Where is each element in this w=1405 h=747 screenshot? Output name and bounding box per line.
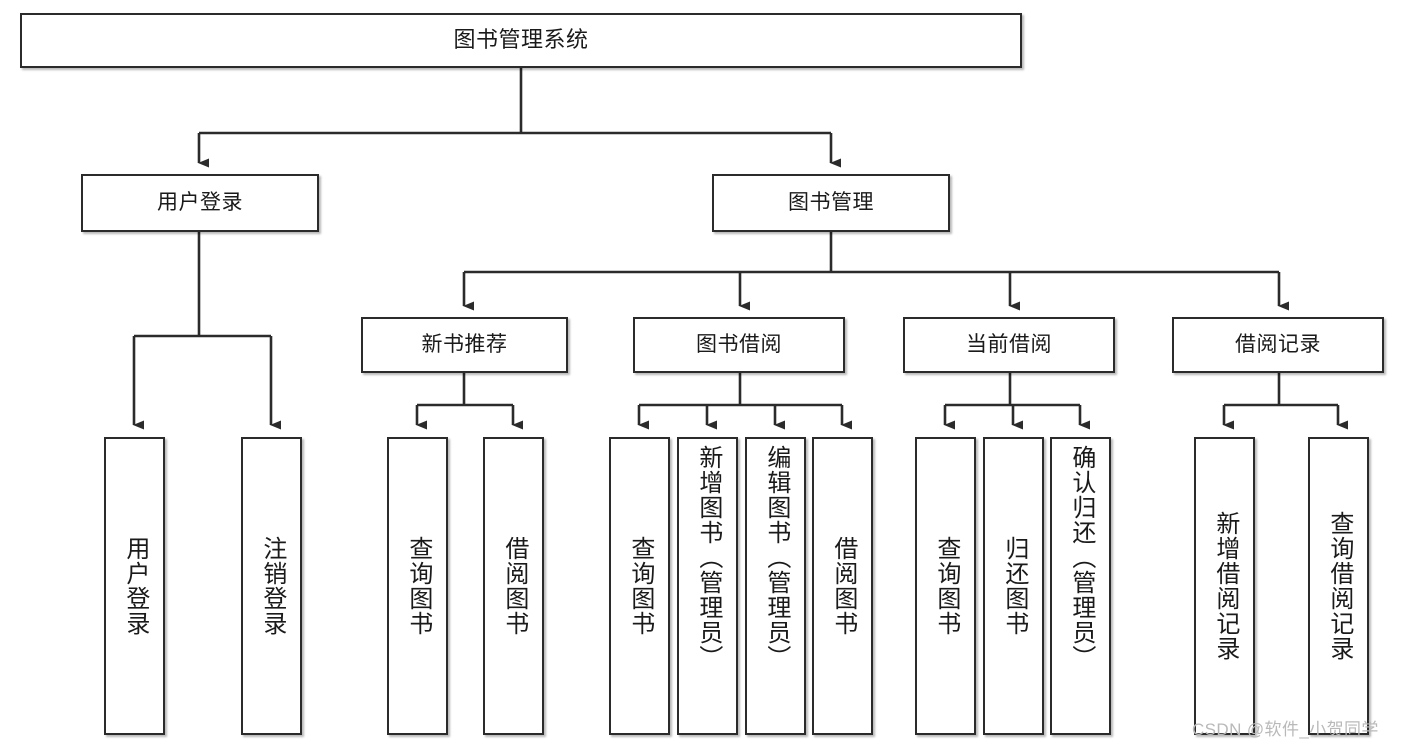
node-root-label: 图书管理系统: [453, 27, 589, 53]
leaf-return-book-label: 归还图书: [1000, 536, 1028, 636]
leaf-confirm-return-label: 确认归还（管理员）: [1067, 445, 1095, 670]
node-borrow-record-label: 借阅记录: [1235, 333, 1321, 357]
leaf-user-login-label: 用户登录: [121, 536, 149, 636]
leaf-confirm-return[interactable]: 确认归还（管理员）: [1050, 437, 1111, 735]
leaf-add-book[interactable]: 新增图书（管理员）: [677, 437, 738, 735]
leaf-query-book-3-label: 查询图书: [932, 536, 960, 636]
node-book-manage[interactable]: 图书管理: [712, 174, 950, 232]
leaf-query-book-1-label: 查询图书: [404, 536, 432, 636]
leaf-logout-label: 注销登录: [258, 536, 286, 636]
leaf-logout[interactable]: 注销登录: [241, 437, 302, 735]
node-new-book-recommend[interactable]: 新书推荐: [361, 317, 568, 373]
leaf-query-book-3[interactable]: 查询图书: [915, 437, 976, 735]
node-current-borrow-label: 当前借阅: [966, 333, 1052, 357]
node-borrow-record[interactable]: 借阅记录: [1172, 317, 1384, 373]
node-new-book-recommend-label: 新书推荐: [421, 333, 508, 357]
leaf-borrow-book-1[interactable]: 借阅图书: [483, 437, 544, 735]
leaf-query-book-2-label: 查询图书: [626, 536, 654, 636]
leaf-borrow-book-1-label: 借阅图书: [500, 536, 528, 636]
leaf-borrow-book-2[interactable]: 借阅图书: [812, 437, 873, 735]
leaf-query-book-1[interactable]: 查询图书: [387, 437, 448, 735]
leaf-add-record[interactable]: 新增借阅记录: [1194, 437, 1255, 735]
leaf-return-book[interactable]: 归还图书: [983, 437, 1044, 735]
leaf-query-record[interactable]: 查询借阅记录: [1308, 437, 1369, 735]
watermark: CSDN @软件_小贺同学: [1192, 720, 1379, 739]
node-user-login[interactable]: 用户登录: [81, 174, 319, 232]
leaf-user-login[interactable]: 用户登录: [104, 437, 165, 735]
node-user-login-label: 用户登录: [157, 191, 243, 215]
leaf-query-record-label: 查询借阅记录: [1325, 511, 1353, 661]
node-book-borrow[interactable]: 图书借阅: [633, 317, 845, 373]
leaf-edit-book[interactable]: 编辑图书（管理员）: [745, 437, 806, 735]
leaf-add-book-label: 新增图书（管理员）: [694, 445, 722, 670]
leaf-borrow-book-2-label: 借阅图书: [829, 536, 857, 636]
node-book-manage-label: 图书管理: [788, 191, 874, 215]
node-book-borrow-label: 图书借阅: [696, 333, 782, 357]
leaf-edit-book-label: 编辑图书（管理员）: [762, 445, 790, 670]
leaf-query-book-2[interactable]: 查询图书: [609, 437, 670, 735]
node-root[interactable]: 图书管理系统: [20, 13, 1022, 68]
node-current-borrow[interactable]: 当前借阅: [903, 317, 1115, 373]
leaf-add-record-label: 新增借阅记录: [1211, 511, 1239, 661]
